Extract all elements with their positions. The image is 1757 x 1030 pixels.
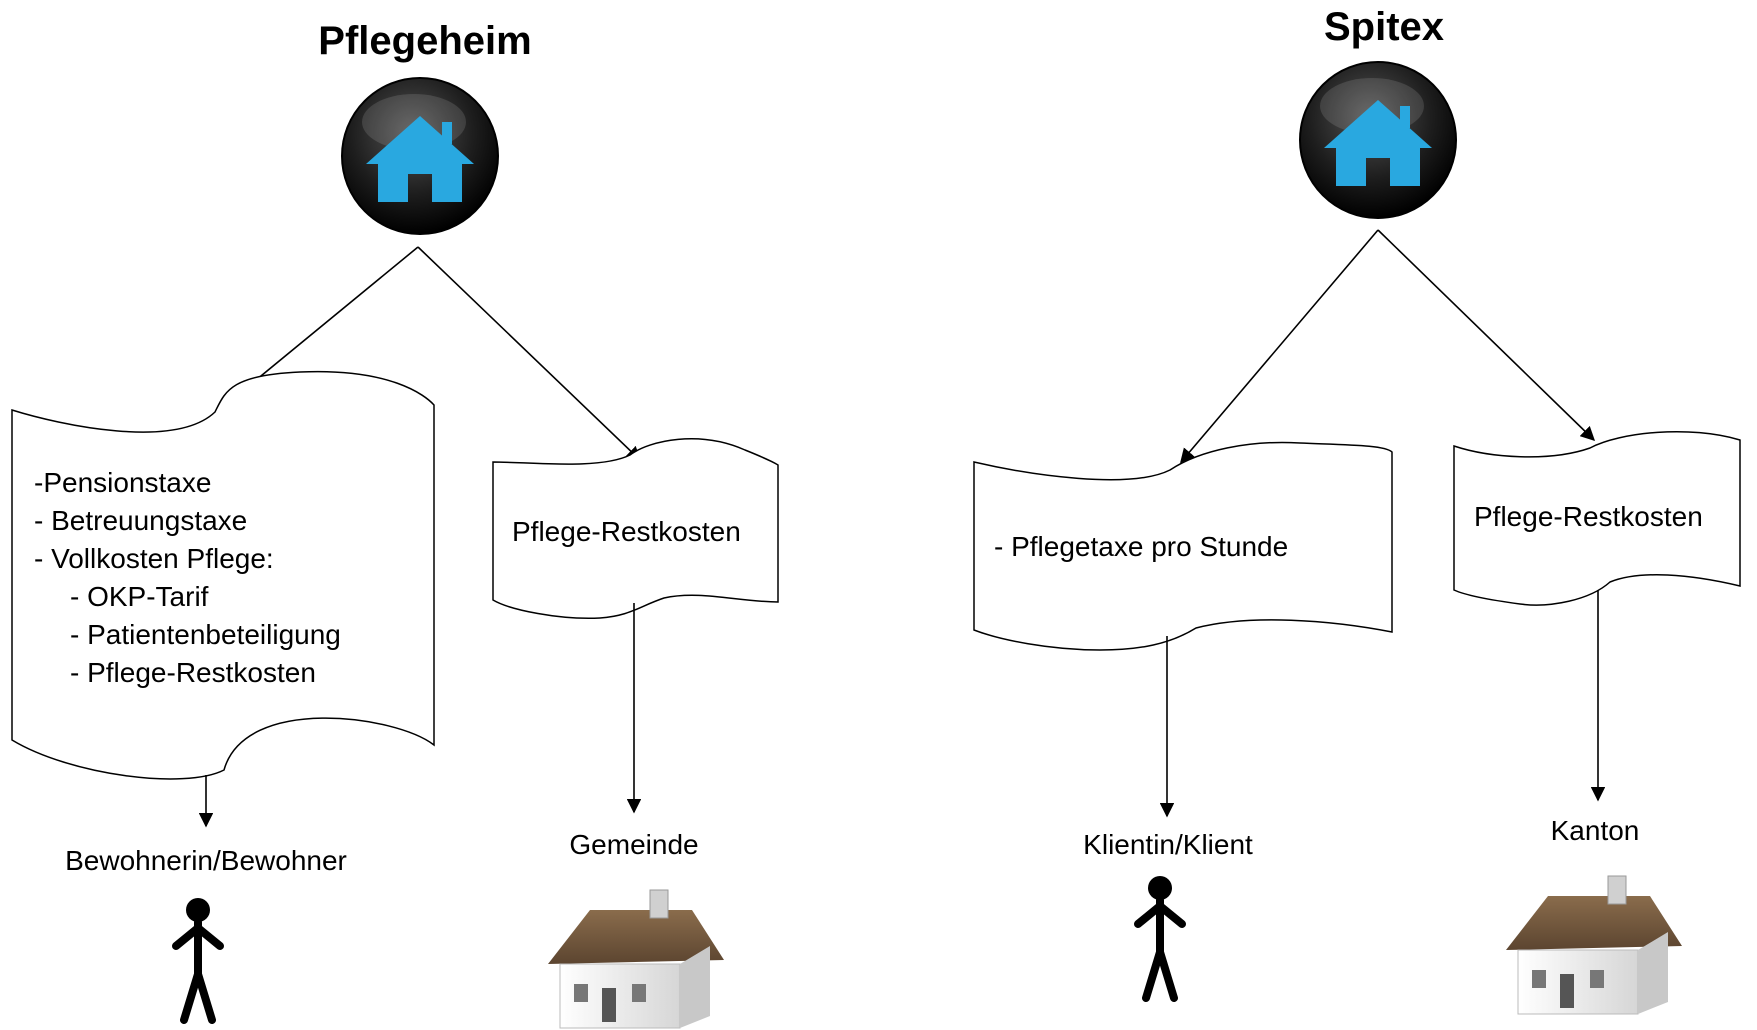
doc-line: - Betreuungstaxe — [34, 505, 247, 536]
doc-line: - Pflege-Restkosten — [70, 657, 316, 688]
doc-line: - OKP-Tarif — [70, 581, 209, 612]
home-button-icon — [341, 77, 499, 235]
canton-invoice-document — [1453, 430, 1741, 606]
house-icon — [1505, 875, 1683, 1015]
arrow-to-municipality-invoice — [417, 246, 642, 461]
client-invoice-document — [973, 441, 1393, 651]
canton-invoice-text: Pflege-Restkosten — [1474, 501, 1703, 532]
doc-line: - Patientenbeteiligung — [70, 619, 341, 650]
payer-resident-label: Bewohnerin/Bewohner — [65, 845, 347, 876]
doc-line: - Vollkosten Pflege: — [34, 543, 274, 574]
title-spitex: Spitex — [1324, 5, 1444, 49]
municipality-invoice-text: Pflege-Restkosten — [512, 516, 741, 547]
payer-municipality-label: Gemeinde — [569, 829, 698, 860]
resident-invoice-lines: -Pensionstaxe - Betreuungstaxe - Vollkos… — [34, 467, 341, 688]
payer-canton-label: Kanton — [1551, 815, 1640, 846]
stick-figure-icon — [176, 898, 220, 1020]
arrow-to-canton-invoice — [1377, 229, 1596, 442]
title-pflegeheim: Pflegeheim — [318, 19, 531, 63]
home-button-icon — [1299, 61, 1457, 219]
client-invoice-text: - Pflegetaxe pro Stunde — [994, 531, 1288, 562]
payer-client-label: Klientin/Klient — [1083, 829, 1253, 860]
arrow-to-client-invoice — [1180, 229, 1379, 464]
doc-line: -Pensionstaxe — [34, 467, 211, 498]
stick-figure-icon — [1138, 876, 1182, 998]
resident-invoice-document — [11, 370, 435, 780]
house-icon — [547, 889, 725, 1029]
municipality-invoice-document — [492, 438, 779, 620]
